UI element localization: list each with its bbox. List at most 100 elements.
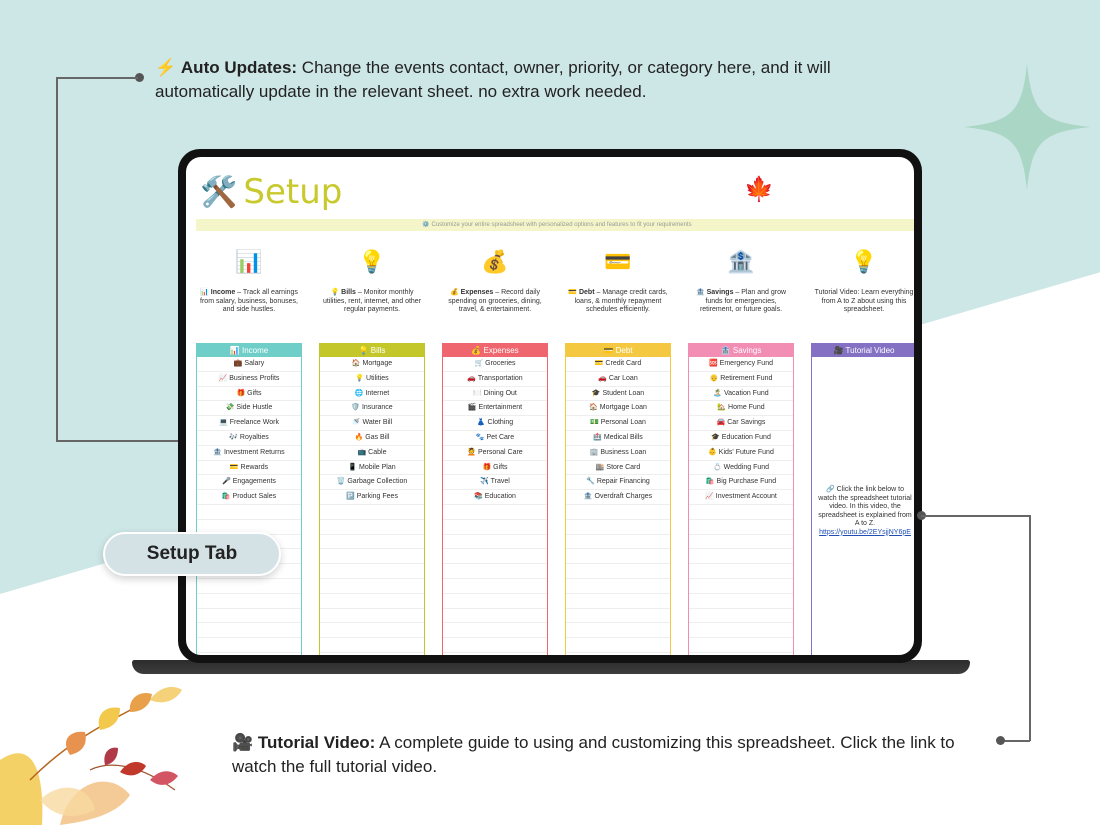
empty-list-row[interactable] bbox=[566, 623, 670, 639]
empty-list-row[interactable] bbox=[566, 609, 670, 624]
empty-list-row[interactable] bbox=[320, 549, 424, 565]
category-list-item[interactable]: 👴 Retirement Fund bbox=[689, 372, 793, 387]
empty-list-row[interactable] bbox=[197, 579, 301, 594]
category-list-item[interactable]: 💳 Rewards bbox=[197, 461, 301, 476]
empty-list-row[interactable] bbox=[689, 638, 793, 653]
empty-list-row[interactable] bbox=[689, 505, 793, 520]
empty-list-row[interactable] bbox=[320, 623, 424, 639]
empty-list-row[interactable] bbox=[566, 505, 670, 520]
category-list-item[interactable]: 💼 Salary bbox=[197, 357, 301, 372]
category-list-item[interactable]: 🛍️ Big Purchase Fund bbox=[689, 475, 793, 491]
category-list-item[interactable]: 🌐 Internet bbox=[320, 387, 424, 402]
empty-list-row[interactable] bbox=[443, 609, 547, 624]
category-list-item[interactable]: 💸 Side Hustle bbox=[197, 401, 301, 417]
category-list-item[interactable]: 💍 Wedding Fund bbox=[689, 461, 793, 476]
category-list-item[interactable]: 🎁 Gifts bbox=[197, 387, 301, 402]
empty-list-row[interactable] bbox=[566, 579, 670, 594]
category-list-item[interactable]: 🚗 Transportation bbox=[443, 372, 547, 387]
empty-list-row[interactable] bbox=[443, 535, 547, 550]
empty-list-row[interactable] bbox=[443, 594, 547, 609]
empty-list-row[interactable] bbox=[566, 564, 670, 579]
category-list-item[interactable]: 🎓 Student Loan bbox=[566, 387, 670, 402]
category-list-item[interactable]: 📈 Investment Account bbox=[689, 490, 793, 505]
empty-list-row[interactable] bbox=[197, 594, 301, 609]
category-list-item[interactable]: 🎁 Gifts bbox=[443, 461, 547, 476]
empty-list-row[interactable] bbox=[443, 623, 547, 639]
category-list-item[interactable]: 📱 Mobile Plan bbox=[320, 461, 424, 476]
category-list-item[interactable]: 🎤 Engagements bbox=[197, 475, 301, 491]
category-list-item[interactable]: 🔥 Gas Bill bbox=[320, 431, 424, 446]
empty-list-row[interactable] bbox=[443, 638, 547, 653]
empty-list-row[interactable] bbox=[566, 520, 670, 535]
category-list-item[interactable]: 🛡️ Insurance bbox=[320, 401, 424, 417]
category-list-item[interactable]: 🛍️ Product Sales bbox=[197, 490, 301, 505]
category-list-item[interactable]: 🛒 Groceries bbox=[443, 357, 547, 372]
category-list-item[interactable]: 🔧 Repair Financing bbox=[566, 475, 670, 491]
category-list-item[interactable]: ✈️ Travel bbox=[443, 475, 547, 491]
empty-list-row[interactable] bbox=[320, 505, 424, 520]
category-list-item[interactable]: 💆 Personal Care bbox=[443, 446, 547, 461]
category-list-item[interactable]: 🗑️ Garbage Collection bbox=[320, 475, 424, 491]
empty-list-row[interactable] bbox=[566, 594, 670, 609]
empty-list-row[interactable] bbox=[197, 609, 301, 624]
empty-list-row[interactable] bbox=[689, 609, 793, 624]
category-list-item[interactable]: 💵 Personal Loan bbox=[566, 416, 670, 431]
category-list-item[interactable]: 🍽️ Dining Out bbox=[443, 387, 547, 402]
setup-tab-pill[interactable]: Setup Tab bbox=[103, 532, 281, 576]
empty-list-row[interactable] bbox=[197, 564, 301, 579]
category-list-item[interactable]: 📈 Business Profits bbox=[197, 372, 301, 387]
empty-list-row[interactable] bbox=[320, 535, 424, 550]
empty-list-row[interactable] bbox=[320, 520, 424, 535]
category-list-item[interactable]: 🏥 Medical Bills bbox=[566, 431, 670, 446]
empty-list-row[interactable] bbox=[689, 535, 793, 550]
empty-list-row[interactable] bbox=[566, 549, 670, 565]
empty-list-row[interactable] bbox=[689, 594, 793, 609]
category-list-item[interactable]: 👗 Clothing bbox=[443, 416, 547, 431]
category-list-item[interactable]: 🏡 Home Fund bbox=[689, 401, 793, 417]
category-list-item[interactable]: 💳 Credit Card bbox=[566, 357, 670, 372]
category-list-item[interactable]: 📺 Cable bbox=[320, 446, 424, 461]
empty-list-row[interactable] bbox=[689, 623, 793, 639]
empty-list-row[interactable] bbox=[443, 549, 547, 565]
empty-list-row[interactable] bbox=[689, 520, 793, 535]
category-list-item[interactable]: 💡 Utilities bbox=[320, 372, 424, 387]
tutorial-video-link[interactable]: https://youtu.be/2EYsjjNY6pE bbox=[819, 528, 911, 536]
empty-list-row[interactable] bbox=[320, 609, 424, 624]
connector-line bbox=[56, 77, 138, 79]
category-list-item[interactable]: 🎶 Royalties bbox=[197, 431, 301, 446]
empty-list-row[interactable] bbox=[320, 579, 424, 594]
empty-list-row[interactable] bbox=[443, 579, 547, 594]
category-list-item[interactable]: 🐾 Pet Care bbox=[443, 431, 547, 446]
empty-list-row[interactable] bbox=[443, 564, 547, 579]
category-list-item[interactable]: 🚗 Car Loan bbox=[566, 372, 670, 387]
empty-list-row[interactable] bbox=[320, 594, 424, 609]
empty-list-row[interactable] bbox=[320, 638, 424, 653]
category-list-item[interactable]: 🏠 Mortgage Loan bbox=[566, 401, 670, 417]
category-list-item[interactable]: 🏢 Business Loan bbox=[566, 446, 670, 461]
category-list-item[interactable]: 🅿️ Parking Fees bbox=[320, 490, 424, 505]
category-list-item[interactable]: 🎓 Education Fund bbox=[689, 431, 793, 446]
empty-list-row[interactable] bbox=[197, 623, 301, 639]
category-list-item[interactable]: 🏬 Store Card bbox=[566, 461, 670, 476]
category-list-item[interactable]: 🏠 Mortgage bbox=[320, 357, 424, 372]
category-list-item[interactable]: 🏝️ Vacation Fund bbox=[689, 387, 793, 402]
category-list-item[interactable]: 🏦 Overdraft Charges bbox=[566, 490, 670, 505]
category-list-item[interactable]: 💻 Freelance Work bbox=[197, 416, 301, 431]
category-list-item[interactable]: 🚿 Water Bill bbox=[320, 416, 424, 431]
category-list-item[interactable]: 🎬 Entertainment bbox=[443, 401, 547, 417]
empty-list-row[interactable] bbox=[566, 535, 670, 550]
category-list-item[interactable]: 🚘 Car Savings bbox=[689, 416, 793, 431]
empty-list-row[interactable] bbox=[197, 505, 301, 520]
category-list-item[interactable]: 🆘 Emergency Fund bbox=[689, 357, 793, 372]
empty-list-row[interactable] bbox=[443, 505, 547, 520]
empty-list-row[interactable] bbox=[197, 638, 301, 653]
empty-list-row[interactable] bbox=[689, 549, 793, 565]
empty-list-row[interactable] bbox=[689, 579, 793, 594]
empty-list-row[interactable] bbox=[320, 564, 424, 579]
category-list-item[interactable]: 📚 Education bbox=[443, 490, 547, 505]
empty-list-row[interactable] bbox=[689, 564, 793, 579]
category-list-item[interactable]: 👶 Kids' Future Fund bbox=[689, 446, 793, 461]
empty-list-row[interactable] bbox=[566, 638, 670, 653]
empty-list-row[interactable] bbox=[443, 520, 547, 535]
category-list-item[interactable]: 🏦 Investment Returns bbox=[197, 446, 301, 461]
